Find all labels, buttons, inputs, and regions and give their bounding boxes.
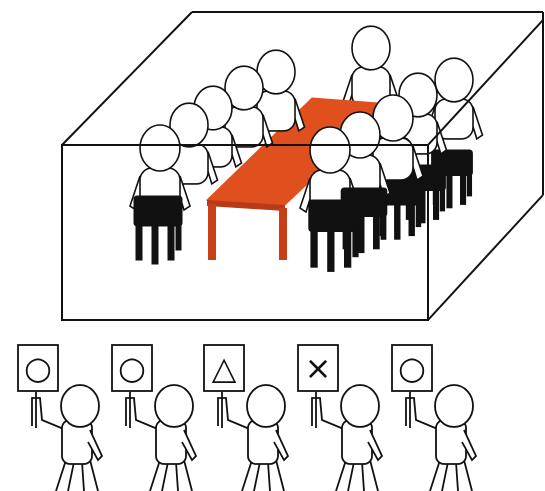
sign-symbol: × [305,349,332,387]
person-legs [335,459,379,491]
person-head [434,57,474,103]
box-front-face [61,144,429,321]
chair-leg [408,202,415,237]
chair-leg [327,228,335,272]
person-head [434,384,474,428]
person-arm [461,429,478,462]
chair-back [308,199,360,232]
chair-left-front [133,195,183,265]
chair-leg [394,202,401,240]
person-head [139,124,181,172]
chair-leg [439,184,446,212]
person-head [340,384,380,428]
meeting-group [129,25,484,272]
chair-leg [344,228,352,268]
table-leg [208,204,216,260]
chair-leg [460,173,467,205]
person-arm-raised [31,397,67,431]
chair-leg [433,188,440,220]
chair-right-front [308,199,360,272]
audience-member: △ [203,344,290,491]
person-legs [429,459,473,491]
person-head [246,384,286,428]
sign-symbol: △ [212,349,237,387]
audience-member: ○ [391,344,478,491]
sign-board [297,344,339,392]
person-legs [149,459,193,491]
person-head [224,65,264,111]
person-head [154,384,194,428]
chair-leg [446,173,453,209]
sign-symbol: ○ [24,349,52,387]
box-front-edges [61,19,544,321]
chair-leg [352,224,359,258]
sign-symbol: ○ [118,349,146,387]
box-bottom-right-edge [427,194,544,321]
audience-member: ○ [17,344,104,491]
person-arm-raised [125,397,161,431]
chair-leg [415,199,422,228]
person-arm-raised [311,397,347,431]
person-head [351,25,391,71]
person-arm [181,429,198,462]
person-arm [87,429,104,462]
sign-board [391,344,433,392]
chair-leg [175,219,182,251]
audience-group: ○ ○ △ × ○ [17,344,478,491]
sign-board [17,344,59,392]
sign-board [203,344,245,392]
chair-leg [310,228,318,268]
audience-member: × [297,344,384,491]
person-arm-raised [217,397,253,431]
chair-leg [380,210,387,240]
chair-back [133,195,183,227]
table-leg [279,208,287,260]
box-top-right-edge [427,19,544,146]
person-head [309,126,351,174]
person-legs [241,459,285,491]
person-legs [55,459,99,491]
person-arm [273,429,290,462]
chair-leg [135,223,143,261]
chair-leg [373,214,380,250]
table-edge [207,200,285,211]
chair-leg [151,223,159,265]
sign-board [111,344,153,392]
person-arm [367,429,384,462]
chair-leg [466,169,473,197]
person-arm-raised [405,397,441,431]
person-head [169,102,209,148]
audience-member: ○ [111,344,198,491]
sign-symbol: ○ [398,349,426,387]
person-head [60,384,100,428]
chair-leg [167,223,175,261]
